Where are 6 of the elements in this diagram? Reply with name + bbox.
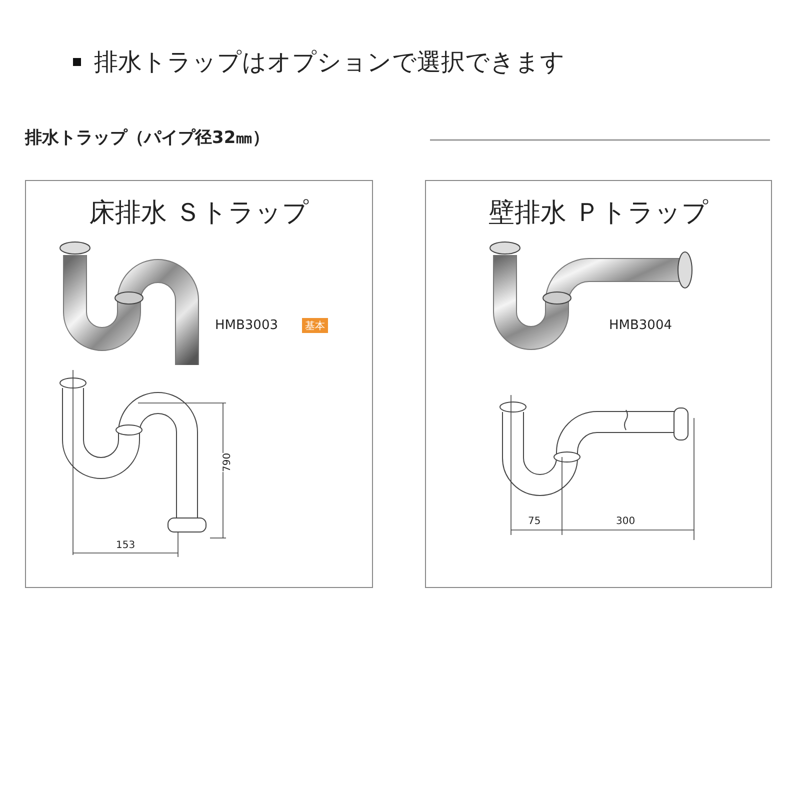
panel-heading: 壁排水 Ｐトラップ [487,197,710,230]
product-panel [25,180,373,588]
product-panel [425,180,772,588]
tag-badge: 基本 [302,318,328,333]
title: 排水トラップはオプションで選択できます [94,47,565,78]
panel-heading: 床排水 Ｓトラップ [88,197,310,230]
